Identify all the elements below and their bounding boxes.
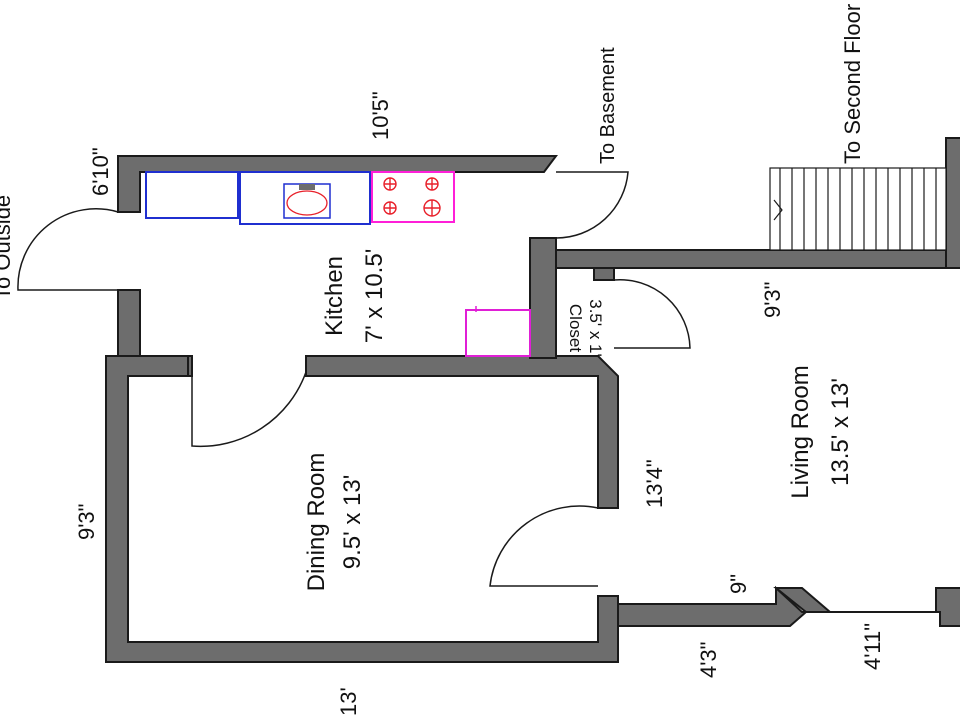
seg-4-11-label: 4'11" <box>860 623 885 670</box>
kitchen-depth-label: 6'10" <box>88 147 113 196</box>
dining-kitchen-wall-left <box>187 355 193 377</box>
living-dining-door-swing <box>489 505 599 587</box>
bay-wall <box>773 587 833 613</box>
closet-name-label: Closet <box>566 304 585 352</box>
kitchen-left-wall <box>117 289 141 357</box>
to-basement-label: To Basement <box>597 47 619 164</box>
walls <box>105 137 960 663</box>
burner-icon <box>383 177 441 217</box>
stairs <box>769 167 947 251</box>
doors <box>17 171 691 587</box>
living-size-label: 13.5' x 13' <box>827 378 854 486</box>
seg-9-label: 9" <box>726 574 751 594</box>
kitchen-bottom-wall <box>305 355 619 509</box>
stair-wall <box>555 249 947 269</box>
seg-4-3-label: 4'3" <box>696 642 721 678</box>
dining-name-label: Dining Room <box>303 453 330 592</box>
dining-wall-label: 9'3" <box>74 504 99 540</box>
closet-size-label: 3.5' x 1' <box>586 299 605 357</box>
closet-wall <box>529 237 557 359</box>
stair-wall-label: 9'3" <box>760 282 785 318</box>
kitchen-name-label: Kitchen <box>321 256 348 336</box>
living-wall-label: 13'4" <box>642 459 667 508</box>
stove <box>371 171 455 223</box>
dining-size-label: 9.5' x 13' <box>339 475 366 570</box>
bottom-13-label: 13' <box>336 687 361 716</box>
closet-post <box>593 267 615 281</box>
kitchen-size-label: 7' x 10.5' <box>361 249 388 344</box>
closet-door-swing <box>613 278 691 349</box>
to-outside-label: To Outside <box>0 195 15 300</box>
kitchen-fixtures <box>145 171 531 357</box>
sink-bowl <box>286 190 328 216</box>
labels: To Outside 6'10" 10'5" To Basement To Se… <box>0 4 885 716</box>
fridge <box>465 309 531 357</box>
stair-end-post <box>945 137 960 269</box>
dining-kitchen-door-swing <box>191 371 307 448</box>
faucet-icon <box>299 184 315 190</box>
kitchen-width-label: 10'5" <box>368 91 393 140</box>
outside-door-swing <box>17 208 119 291</box>
living-name-label: Living Room <box>787 365 814 498</box>
basement-door-swing <box>555 171 629 239</box>
cabinet-left <box>145 171 239 219</box>
to-second-floor-label: To Second Floor <box>840 4 865 164</box>
